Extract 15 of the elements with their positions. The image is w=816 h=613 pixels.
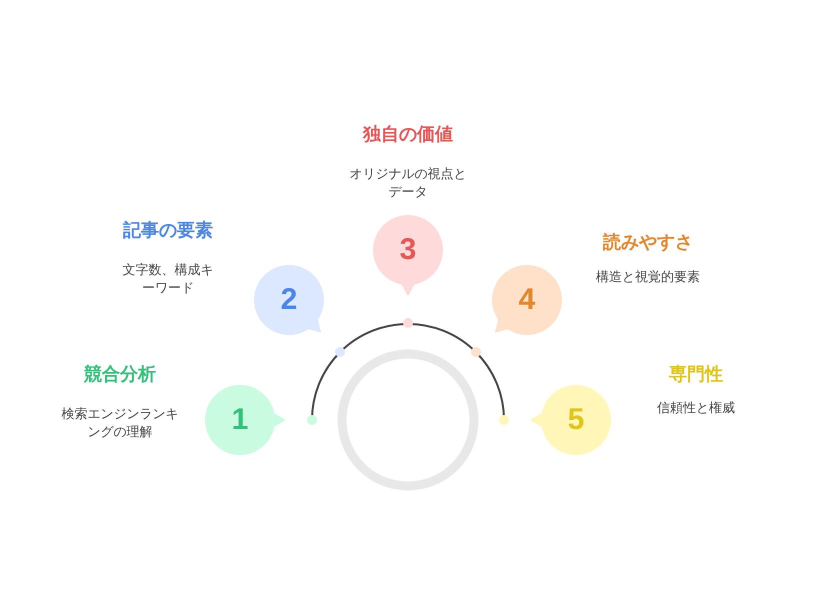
step-heading: 記事の要素: [123, 219, 213, 242]
step-description: 検索エンジンランキングの理解: [60, 405, 180, 441]
step-description: オリジナルの視点とデータ: [348, 165, 468, 201]
step-number: 1: [230, 402, 250, 438]
step-heading: 読みやすさ: [603, 231, 693, 254]
step-number: 3: [398, 232, 418, 268]
step-heading: 専門性: [669, 363, 723, 386]
step-heading: 競合分析: [84, 363, 156, 386]
step-number: 5: [566, 402, 586, 438]
step-description: 信頼性と権威: [656, 399, 736, 417]
step-heading: 独自の価値: [363, 123, 453, 146]
step-number: 4: [518, 282, 536, 318]
step-description: 文字数、構成キーワード: [122, 261, 214, 297]
step-number: 2: [280, 282, 298, 318]
step-description: 構造と視覚的要素: [595, 268, 701, 286]
